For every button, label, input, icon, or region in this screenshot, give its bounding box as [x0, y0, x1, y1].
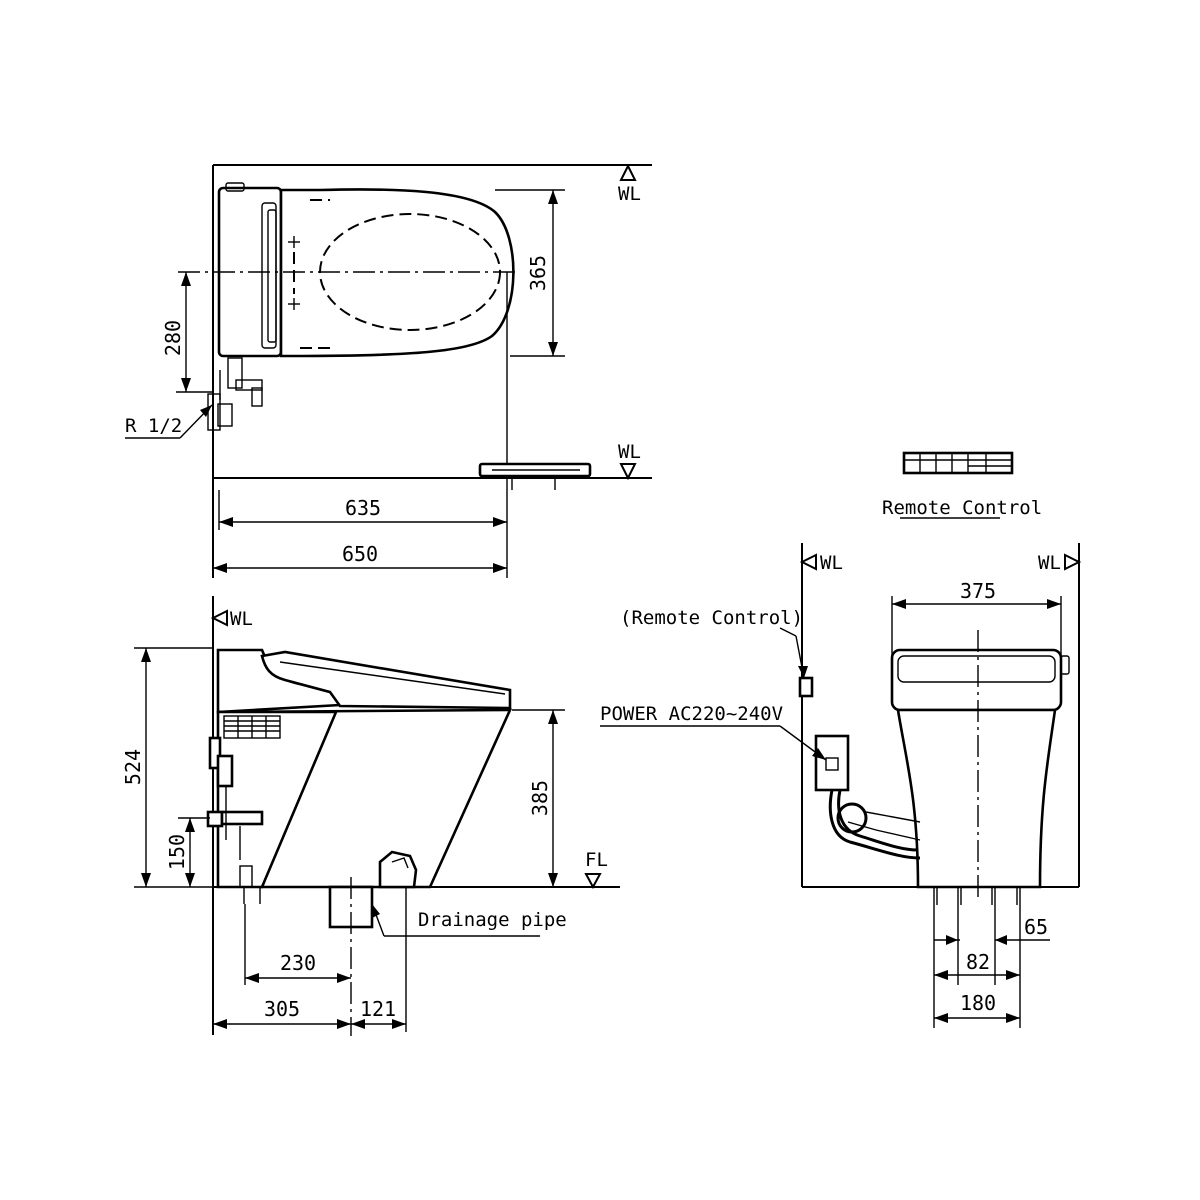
label-wl-top: WL: [618, 183, 641, 205]
dim-280: 280: [161, 320, 185, 356]
dim-635: 635: [345, 496, 381, 520]
dim-305: 305: [264, 997, 300, 1021]
dim-385: 385: [528, 780, 552, 816]
dim-65: 65: [1024, 915, 1048, 939]
label-drainage-pipe: Drainage pipe: [418, 909, 567, 931]
dim-365: 365: [526, 255, 550, 291]
remote-control-icon: Remote Control: [882, 451, 1042, 519]
dim-230: 230: [280, 951, 316, 975]
dim-82: 82: [966, 950, 990, 974]
dim-650: 650: [342, 542, 378, 566]
label-wl-front-right: WL: [1038, 552, 1061, 574]
label-remote-control: Remote Control: [882, 497, 1042, 519]
label-remote-control-wall: (Remote Control): [620, 607, 803, 629]
dim-180: 180: [960, 991, 996, 1015]
label-wl-bottom: WL: [618, 441, 641, 463]
label-power: POWER AC220~240V: [600, 703, 783, 725]
label-fl: FL: [585, 849, 608, 871]
dim-375: 375: [960, 579, 996, 603]
front-view: WL WL 375 (Remote Control): [600, 543, 1082, 1028]
label-wl-front-left: WL: [820, 552, 843, 574]
label-r-half: R 1/2: [125, 415, 182, 437]
dim-524: 524: [121, 749, 145, 785]
dim-121: 121: [360, 997, 396, 1021]
top-view: 365 280 R 1/2 WL WL 635 650: [125, 163, 652, 578]
dim-150: 150: [165, 834, 189, 870]
side-view: WL: [121, 596, 620, 1036]
label-wl-side: WL: [230, 608, 253, 630]
